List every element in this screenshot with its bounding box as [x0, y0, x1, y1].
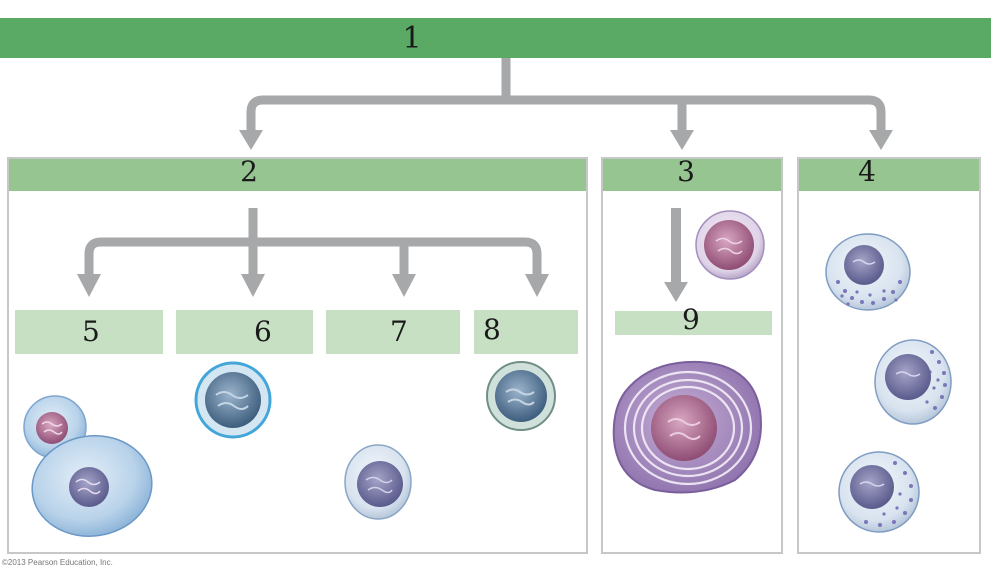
panel-2-header: [9, 159, 586, 191]
copyright-credit: ©2013 Pearson Education, Inc.: [2, 558, 113, 567]
cell-9-large: [612, 360, 762, 494]
cell-8: [486, 361, 556, 431]
sublabel-8-box: [474, 310, 578, 354]
panel-2-label: 2: [240, 155, 258, 188]
sublabel-5-box: [15, 310, 163, 354]
sublabel-9-box: [615, 311, 772, 335]
top-category-bar: [0, 18, 991, 58]
panel-3-header: [603, 159, 781, 191]
panel-4-header: [799, 159, 979, 191]
panel-4-label: 4: [858, 155, 876, 188]
sublabel-7-box: [326, 310, 460, 354]
panel-3-arrow: [664, 208, 688, 302]
sublabel-6-text: 6: [254, 315, 272, 348]
sub-arrowheads: [77, 274, 549, 297]
sub-branch-arrows: [84, 208, 542, 276]
cell-5-large: [31, 435, 153, 537]
sublabel-9-text: 9: [682, 303, 700, 336]
cell-6: [194, 361, 272, 439]
cell-7: [344, 444, 412, 520]
sublabel-7-text: 7: [390, 315, 408, 348]
cell-4-middle: [874, 339, 952, 425]
cell-3-small: [695, 210, 765, 280]
top-category-label: 1: [402, 21, 422, 56]
panel-3-label: 3: [677, 155, 695, 188]
sublabel-6-box: [176, 310, 313, 354]
cell-4-top: [825, 233, 911, 311]
cell-4-bottom: [838, 451, 920, 533]
top-arrowheads: [239, 130, 893, 150]
sublabel-5-text: 5: [82, 315, 100, 348]
sublabel-8-text: 8: [483, 313, 501, 346]
top-branch-arrows: [246, 58, 886, 133]
